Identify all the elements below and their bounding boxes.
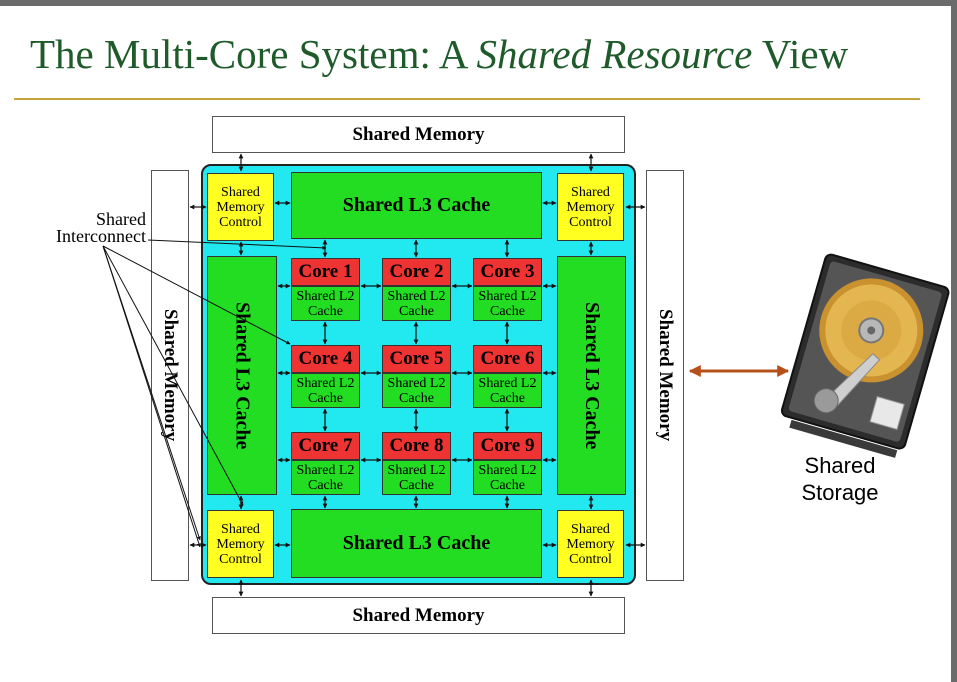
core-5: Core 5 [382, 345, 451, 373]
shared-memory-right: Shared Memory [646, 170, 684, 581]
shared-memory-top: Shared Memory [212, 116, 625, 153]
l2-cache-core-8: Shared L2 Cache [382, 460, 451, 495]
shared-memory-top-label: Shared Memory [352, 123, 485, 145]
memory-control-label: Shared Memory Control [216, 184, 265, 230]
hard-disk-drive-icon [780, 253, 950, 458]
window-frame-right [951, 0, 957, 682]
l3-cache-right-label: Shared L3 Cache [581, 301, 603, 450]
memory-control-bottom-right: Shared Memory Control [557, 510, 624, 578]
slide-title: The Multi-Core System: A Shared Resource… [30, 31, 849, 77]
core-6: Core 6 [473, 345, 542, 373]
shared-memory-left-label: Shared Memory [160, 309, 181, 442]
core-2: Core 2 [382, 258, 451, 286]
l3-cache-right: Shared L3 Cache [557, 256, 626, 495]
memory-control-top-left: Shared Memory Control [207, 173, 274, 241]
l3-cache-bottom-label: Shared L3 Cache [342, 532, 491, 554]
core-1: Core 1 [291, 258, 360, 286]
shared-interconnect-label: Shared Interconnect [56, 209, 146, 246]
l2-cache-core-6: Shared L2 Cache [473, 373, 542, 408]
memory-control-bottom-left: Shared Memory Control [207, 510, 274, 578]
shared-memory-bottom: Shared Memory [212, 597, 625, 634]
memory-control-label: Shared Memory Control [566, 521, 615, 567]
core-3: Core 3 [473, 258, 542, 286]
l3-cache-bottom: Shared L3 Cache [291, 509, 542, 578]
core-4: Core 4 [291, 345, 360, 373]
core-8: Core 8 [382, 432, 451, 460]
memory-control-label: Shared Memory Control [216, 521, 265, 567]
shared-memory-bottom-label: Shared Memory [352, 604, 485, 626]
memory-control-label: Shared Memory Control [566, 184, 615, 230]
core-9: Core 9 [473, 432, 542, 460]
shared-storage-label: Shared Storage [801, 453, 879, 505]
window-frame-top [0, 0, 957, 6]
l2-cache-core-7: Shared L2 Cache [291, 460, 360, 495]
l2-cache-core-2: Shared L2 Cache [382, 286, 451, 321]
l2-cache-core-5: Shared L2 Cache [382, 373, 451, 408]
shared-memory-right-label: Shared Memory [655, 309, 676, 442]
shared-memory-left: Shared Memory [151, 170, 189, 581]
l3-cache-top-label: Shared L3 Cache [342, 194, 491, 216]
l2-cache-core-3: Shared L2 Cache [473, 286, 542, 321]
memory-control-top-right: Shared Memory Control [557, 173, 624, 241]
l3-cache-top: Shared L3 Cache [291, 172, 542, 239]
l3-cache-left: Shared L3 Cache [207, 256, 277, 495]
l2-cache-core-9: Shared L2 Cache [473, 460, 542, 495]
l2-cache-core-4: Shared L2 Cache [291, 373, 360, 408]
core-7: Core 7 [291, 432, 360, 460]
title-divider [14, 98, 920, 100]
l3-cache-left-label: Shared L3 Cache [231, 301, 254, 450]
l2-cache-core-1: Shared L2 Cache [291, 286, 360, 321]
